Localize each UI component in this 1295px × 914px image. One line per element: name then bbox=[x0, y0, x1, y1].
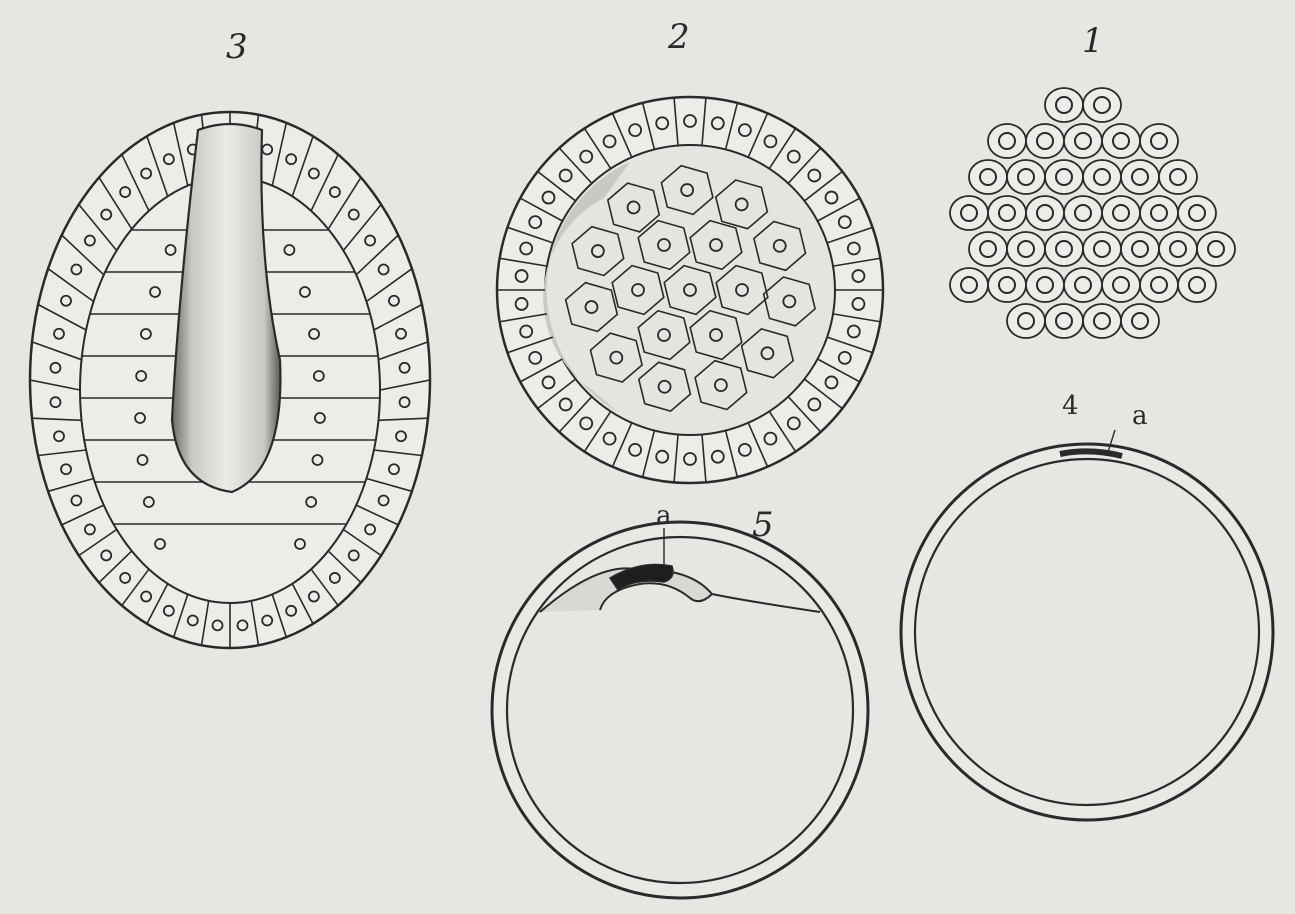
morula-cell bbox=[950, 196, 988, 230]
morula-cell bbox=[1045, 88, 1083, 122]
morula-cell bbox=[950, 268, 988, 302]
morula-cell bbox=[1159, 160, 1197, 194]
morula-cell bbox=[1140, 268, 1178, 302]
figure-2-blastula bbox=[497, 97, 883, 483]
figure-label-2: 2 bbox=[667, 17, 690, 57]
morula-cell bbox=[1178, 196, 1216, 230]
figure-label-3: 3 bbox=[226, 27, 248, 67]
figure-label-4: 4 bbox=[1062, 391, 1079, 421]
morula-cell bbox=[1083, 88, 1121, 122]
morula-cell bbox=[988, 268, 1026, 302]
morula-cell bbox=[1026, 124, 1064, 158]
morula-cell bbox=[969, 232, 1007, 266]
morula-cell bbox=[1140, 124, 1178, 158]
morula-cell bbox=[1064, 268, 1102, 302]
morula-cell bbox=[1007, 232, 1045, 266]
morula-cell bbox=[1026, 196, 1064, 230]
morula-cell bbox=[1083, 160, 1121, 194]
morula-cell bbox=[1007, 304, 1045, 338]
morula-cell bbox=[1121, 232, 1159, 266]
morula-cell bbox=[1045, 160, 1083, 194]
morula-cell bbox=[1045, 304, 1083, 338]
figure-5-invaginated-vesicle bbox=[492, 522, 868, 898]
morula-cell bbox=[969, 160, 1007, 194]
morula-cell bbox=[1140, 196, 1178, 230]
morula-cell bbox=[1102, 124, 1140, 158]
morula-cell bbox=[1197, 232, 1235, 266]
morula-cell bbox=[1083, 304, 1121, 338]
morula-cell bbox=[1102, 268, 1140, 302]
morula-cell bbox=[988, 196, 1026, 230]
morula-cell bbox=[1121, 160, 1159, 194]
morula-cell bbox=[1121, 304, 1159, 338]
morula-cell bbox=[1007, 160, 1045, 194]
morula-cell bbox=[1064, 124, 1102, 158]
morula-cell bbox=[1178, 268, 1216, 302]
morula-cell bbox=[1159, 232, 1197, 266]
figure-1-morula bbox=[950, 88, 1235, 338]
morula-cell bbox=[1083, 232, 1121, 266]
figure-4-vesicle bbox=[901, 430, 1273, 820]
morula-cell bbox=[1026, 268, 1064, 302]
morula-cell bbox=[988, 124, 1026, 158]
morula-cell bbox=[1045, 232, 1083, 266]
vesicle-inner-wall bbox=[915, 459, 1259, 805]
annotation-a-fig4: a bbox=[1132, 401, 1148, 431]
figure-3-embryo bbox=[30, 112, 430, 648]
morula-cell bbox=[1064, 196, 1102, 230]
figure-label-1: 1 bbox=[1082, 21, 1104, 61]
morula-cell bbox=[1102, 196, 1140, 230]
